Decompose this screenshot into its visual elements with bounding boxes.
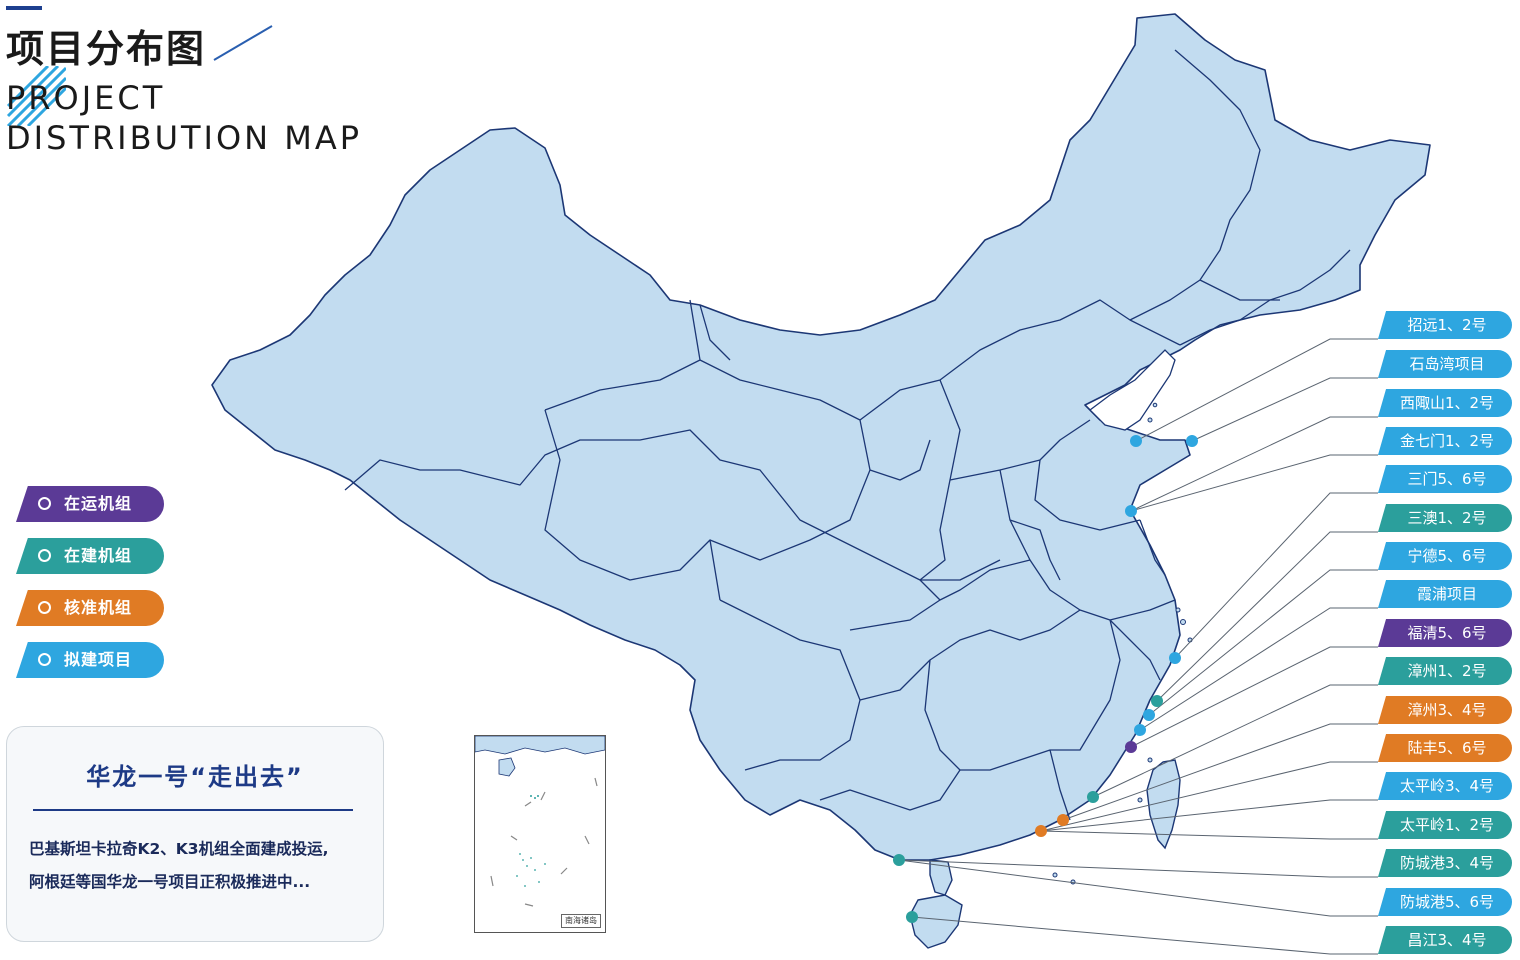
project-site-dot <box>1151 695 1163 707</box>
leader-line <box>1062 723 1378 821</box>
project-tag: 防城港3、4号 <box>1378 849 1512 877</box>
legend-label: 在运机组 <box>64 494 133 513</box>
project-tag: 招远1、2号 <box>1378 311 1512 339</box>
leader-line <box>1130 646 1378 748</box>
legend-item-planned: 拟建项目 <box>16 642 164 678</box>
project-tag: 太平岭3、4号 <box>1378 772 1512 800</box>
project-site-dot <box>1087 791 1099 803</box>
ring-icon <box>38 653 51 666</box>
leader-line <box>1130 454 1378 512</box>
info-text: 巴基斯坦卡拉奇K2、K3机组全面建成投运, 阿根廷等国华龙一号项目正积极推进中.… <box>29 833 369 899</box>
project-site-dot <box>1035 825 1047 837</box>
info-line-1: 巴基斯坦卡拉奇K2、K3机组全面建成投运, <box>29 840 329 858</box>
project-tag: 石岛湾项目 <box>1378 350 1512 378</box>
project-tag: 西陬山1、2号 <box>1378 389 1512 417</box>
project-tag: 宁德5、6号 <box>1378 542 1512 570</box>
page-title: 项目分布图 <box>6 27 207 71</box>
inset-map <box>475 736 605 907</box>
ring-icon <box>38 601 51 614</box>
info-title: 华龙一号“走出去” <box>86 763 304 791</box>
leader-line <box>1040 799 1378 832</box>
leader-line <box>898 859 1378 917</box>
bohai-sea <box>1089 349 1176 431</box>
project-tag: 昌江3、4号 <box>1378 926 1512 954</box>
project-site-dot <box>1186 435 1198 447</box>
ring-icon <box>38 497 51 510</box>
title-block: 项目分布图 PROJECT DISTRIBUTION MAP <box>0 0 380 170</box>
legend-label: 拟建项目 <box>64 650 133 669</box>
project-tag: 霞浦项目 <box>1378 580 1512 608</box>
leader-line <box>1130 416 1378 512</box>
project-tag: 金七门1、2号 <box>1378 427 1512 455</box>
info-line-2: 阿根廷等国华龙一号项目正积极推进中... <box>29 873 311 891</box>
leader-line <box>1040 830 1378 840</box>
legend-label: 核准机组 <box>64 598 133 617</box>
subtitle-line-2: DISTRIBUTION MAP <box>6 119 363 157</box>
leader-line <box>1040 761 1378 832</box>
subtitle-line-1: PROJECT <box>6 79 166 117</box>
project-tag: 太平岭1、2号 <box>1378 811 1512 839</box>
leader-line <box>1135 338 1378 442</box>
info-box: 华龙一号“走出去” 巴基斯坦卡拉奇K2、K3机组全面建成投运, 阿根廷等国华龙一… <box>6 726 384 942</box>
ring-icon <box>38 549 51 562</box>
project-site-dot <box>1125 505 1137 517</box>
legend-label: 在建机组 <box>64 546 133 565</box>
project-tag: 陆丰5、6号 <box>1378 734 1512 762</box>
legend: 在运机组 在建机组 核准机组 拟建项目 <box>16 486 166 694</box>
title-accent-bar <box>6 6 42 10</box>
legend-item-operating: 在运机组 <box>16 486 164 522</box>
project-tag: 三门5、6号 <box>1378 465 1512 493</box>
project-tag: 漳州1、2号 <box>1378 657 1512 685</box>
project-tag: 防城港5、6号 <box>1378 888 1512 916</box>
leader-line <box>1191 377 1378 442</box>
leader-line <box>1148 569 1378 716</box>
inset-label: 南海诸岛 <box>561 914 601 928</box>
leader-line <box>1139 607 1378 731</box>
project-site-dot <box>1130 435 1142 447</box>
project-site-dot <box>906 911 918 923</box>
project-tag: 福清5、6号 <box>1378 619 1512 647</box>
project-site-dot <box>1125 741 1137 753</box>
mainland-landmass <box>211 13 1431 861</box>
project-site-dot <box>1134 724 1146 736</box>
legend-item-construction: 在建机组 <box>16 538 164 574</box>
leader-line <box>911 916 1378 955</box>
taiwan-island <box>1146 759 1181 850</box>
project-dots <box>893 435 1198 923</box>
leader-line <box>1174 492 1378 659</box>
project-tag: 漳州3、4号 <box>1378 696 1512 724</box>
leader-lines <box>898 338 1378 955</box>
south-china-sea-inset: 南海诸岛 <box>474 735 606 933</box>
project-site-dot <box>893 854 905 866</box>
title-stripes-decoration <box>6 66 66 126</box>
project-site-dot <box>1057 814 1069 826</box>
province-borders <box>344 49 1351 821</box>
leader-line <box>1156 531 1378 702</box>
hainan-island <box>909 894 963 949</box>
project-tag: 三澳1、2号 <box>1378 504 1512 532</box>
leader-line <box>898 859 1378 878</box>
page-subtitle: PROJECT DISTRIBUTION MAP <box>6 78 362 158</box>
legend-item-approved: 核准机组 <box>16 590 164 626</box>
project-site-dot <box>1143 709 1155 721</box>
info-divider <box>33 809 353 811</box>
project-site-dot <box>1169 652 1181 664</box>
title-slash-decoration <box>213 25 273 61</box>
leader-line <box>1092 684 1378 798</box>
